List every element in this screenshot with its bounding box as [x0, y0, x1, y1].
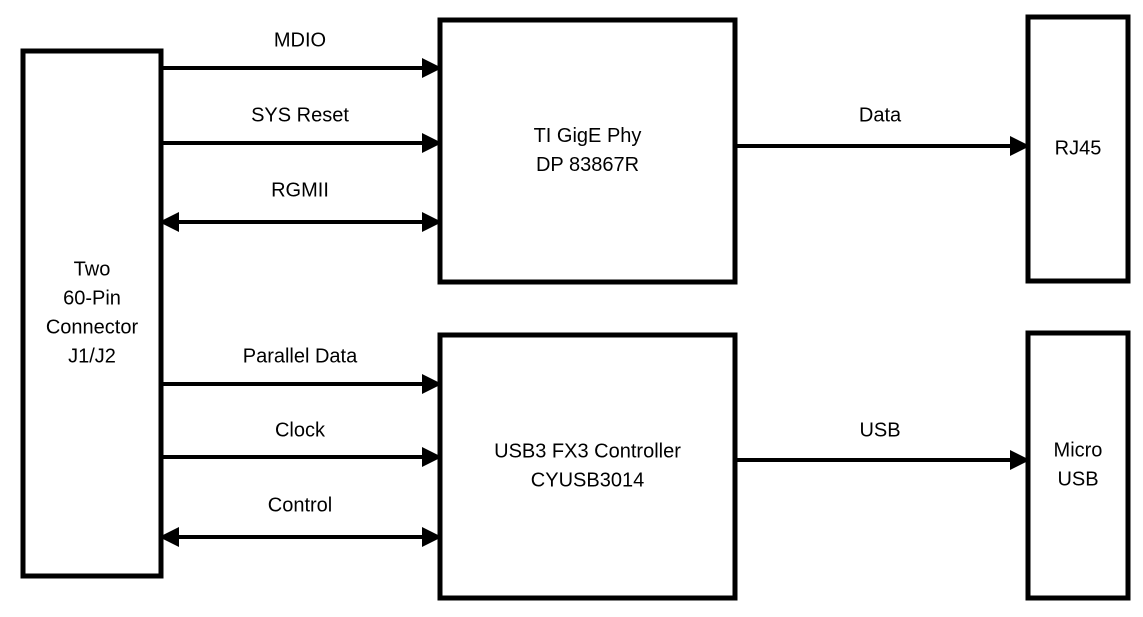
connection-rgmii-label: RGMII — [271, 179, 329, 201]
connection-data: Data — [735, 104, 1030, 156]
rj45-block: RJ45 — [1025, 14, 1131, 284]
connection-control-label: Control — [268, 494, 332, 516]
connector-block-text-line: Two — [74, 258, 111, 280]
connector-block-text-line: J1/J2 — [68, 345, 116, 367]
connection-control: Control — [159, 494, 442, 547]
connector-block-rect — [20, 48, 164, 579]
usb3-controller-block-text-line: USB3 FX3 Controller — [494, 440, 681, 462]
connection-clock-label: Clock — [275, 419, 326, 441]
connection-clock: Clock — [161, 419, 442, 467]
micro-usb-block-text-line: Micro — [1054, 439, 1103, 461]
micro-usb-block-text-line: USB — [1057, 468, 1098, 490]
gige-phy-block-text-line: DP 83867R — [536, 154, 639, 176]
gige-phy-block-text-line: TI GigE Phy — [534, 125, 642, 147]
usb3-controller-block-text-line: CYUSB3014 — [531, 469, 644, 491]
connection-sys-reset-label: SYS Reset — [251, 104, 349, 126]
connection-data-label: Data — [859, 104, 902, 126]
connection-mdio: MDIO — [161, 29, 442, 78]
connection-sys-reset: SYS Reset — [161, 104, 442, 153]
connection-mdio-label: MDIO — [274, 29, 326, 51]
usb3-controller-block-rect — [437, 332, 738, 601]
connection-parallel-data: Parallel Data — [161, 345, 442, 394]
connection-usb-label: USB — [859, 419, 900, 441]
micro-usb-block-rect — [1025, 330, 1131, 601]
rj45-block-text-line: RJ45 — [1055, 137, 1102, 159]
connection-parallel-data-label: Parallel Data — [243, 345, 358, 367]
connector-block-text-line: 60-Pin — [63, 287, 121, 309]
connector-block-text-line: Connector — [46, 316, 139, 338]
connection-usb: USB — [735, 419, 1030, 470]
connection-rgmii: RGMII — [159, 179, 442, 232]
gige-phy-block: TI GigE Phy DP 83867R — [437, 17, 738, 285]
rj45-block-rect — [1025, 14, 1131, 284]
gige-phy-block-rect — [437, 17, 738, 285]
